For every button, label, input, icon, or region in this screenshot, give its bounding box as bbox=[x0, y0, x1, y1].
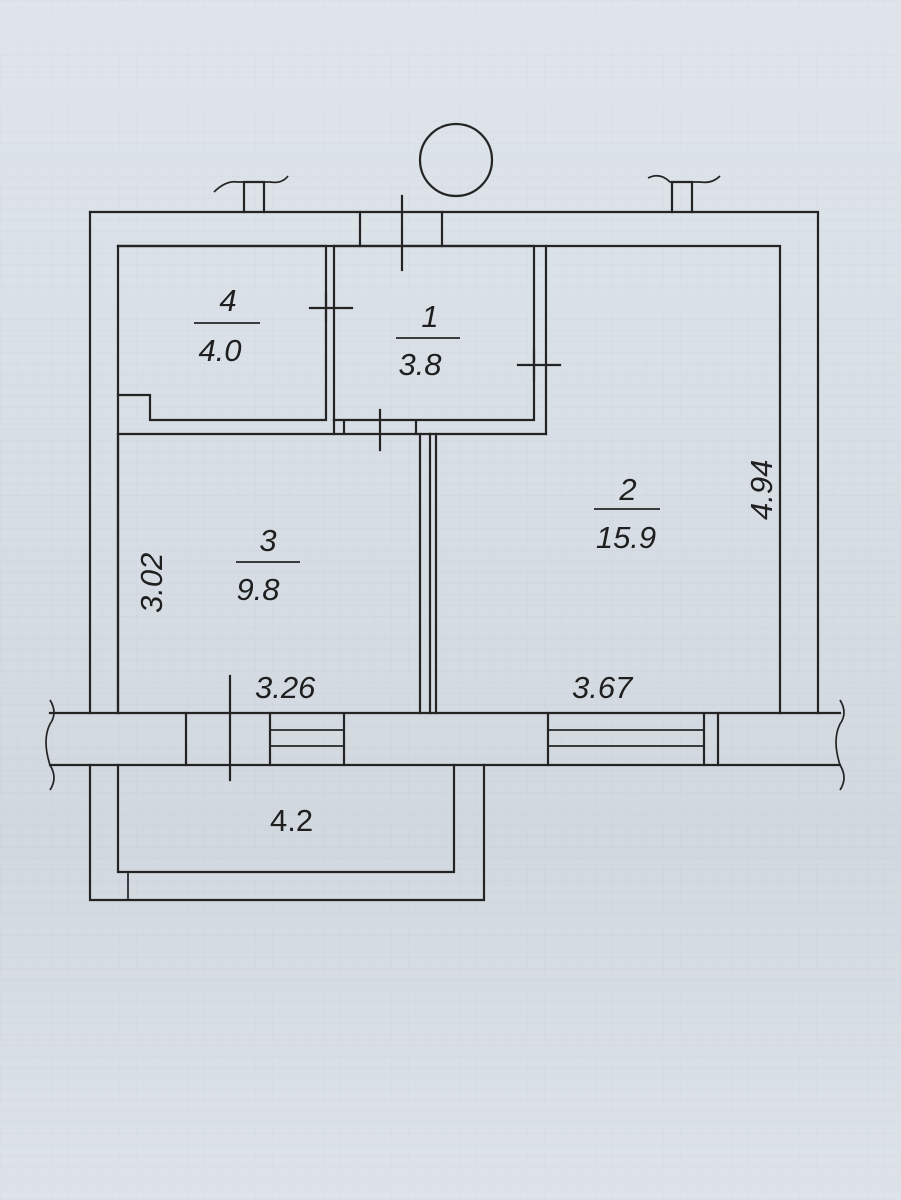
room-3-area: 9.8 bbox=[236, 572, 280, 607]
window-left bbox=[184, 674, 346, 782]
room-2-area: 15.9 bbox=[596, 520, 656, 555]
room-1-area: 3.8 bbox=[398, 347, 442, 382]
balcony-area: 4.2 bbox=[270, 803, 313, 838]
vent-right-symbol bbox=[647, 174, 721, 214]
outer-walls bbox=[45, 210, 845, 791]
room-1-walls bbox=[332, 244, 562, 452]
room-2-label: 2 15.9 bbox=[594, 472, 660, 555]
room-4-number: 4 bbox=[219, 283, 236, 318]
window-right bbox=[546, 711, 720, 767]
room-3-height-dimension: 3.02 bbox=[134, 553, 169, 613]
room-3-number: 3 bbox=[259, 523, 276, 558]
room-1-label: 1 3.8 bbox=[396, 299, 460, 382]
room-3-label: 3 9.8 bbox=[236, 523, 300, 607]
room-1-number: 1 bbox=[421, 299, 438, 334]
room-3-width-dimension: 3.26 bbox=[255, 670, 316, 705]
entrance-opening bbox=[358, 122, 494, 272]
room-2-walls bbox=[428, 432, 548, 715]
room-2-height-dimension: 4.94 bbox=[744, 460, 779, 520]
balcony-walls bbox=[88, 763, 486, 902]
room-2-number: 2 bbox=[618, 472, 636, 507]
room-2-width-dimension: 3.67 bbox=[572, 670, 634, 705]
room-4-label: 4 4.0 bbox=[194, 283, 260, 368]
room-4-area: 4.0 bbox=[198, 333, 241, 368]
room-3-walls bbox=[116, 432, 422, 715]
vent-left-symbol bbox=[213, 175, 289, 214]
room-4-walls bbox=[116, 244, 354, 422]
